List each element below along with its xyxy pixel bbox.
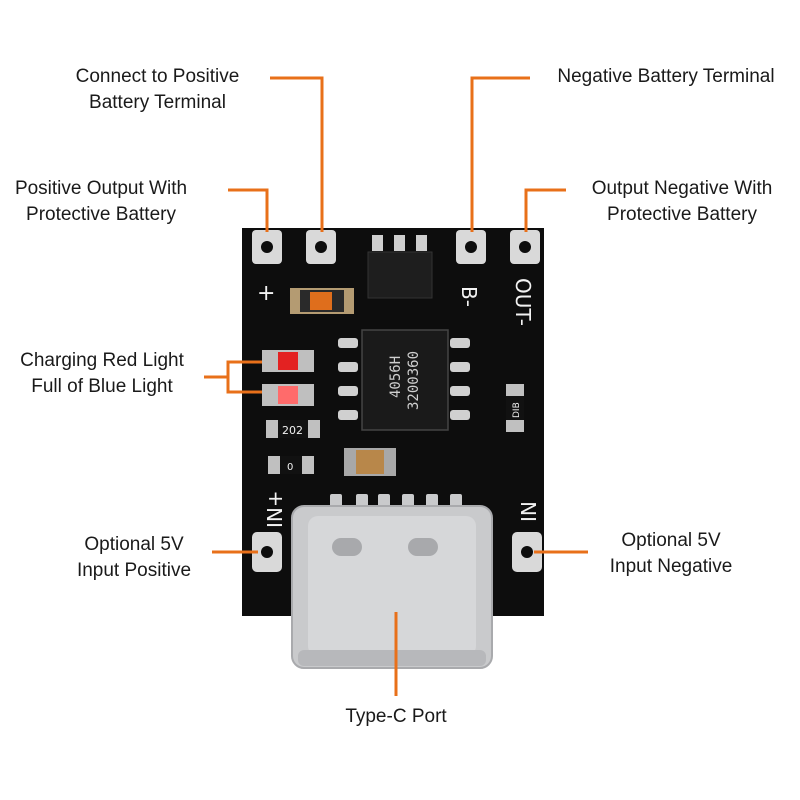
typec-connector bbox=[291, 505, 493, 669]
chip-marking-2: 3200360 bbox=[406, 351, 422, 410]
label-pos-terminal: Connect to Positive Battery Terminal bbox=[50, 64, 265, 116]
silk-plus: + bbox=[257, 281, 275, 306]
label-neg-terminal-line1: Negative Battery Terminal bbox=[557, 66, 775, 87]
label-typec: Type-C Port bbox=[316, 704, 476, 730]
pad-holes bbox=[261, 241, 531, 253]
silk-in-minus: IN bbox=[517, 501, 541, 522]
label-pos-output: Positive Output With Protective Battery bbox=[0, 176, 202, 228]
label-pos-output-line2: Protective Battery bbox=[26, 204, 176, 225]
leader-pos-output bbox=[228, 188, 269, 232]
label-leds-line1: Charging Red Light bbox=[20, 350, 184, 371]
resistor-dib: DIB bbox=[506, 384, 524, 432]
resistor-0-marking: 0 bbox=[287, 462, 293, 473]
label-leds: Charging Red Light Full of Blue Light bbox=[2, 348, 202, 400]
silk-b-minus: B- bbox=[457, 286, 481, 307]
resistor-202-marking: 202 bbox=[282, 424, 303, 437]
label-pos-output-line1: Positive Output With bbox=[14, 178, 188, 199]
label-pos-terminal-line2: Battery Terminal bbox=[89, 92, 226, 113]
fuse-component bbox=[290, 288, 354, 314]
input-pads bbox=[252, 532, 542, 572]
capacitor bbox=[344, 448, 396, 476]
leader-neg-terminal bbox=[470, 76, 530, 232]
label-neg-output-line2: Protective Battery bbox=[607, 204, 757, 225]
resistor-202: 202 bbox=[266, 420, 320, 438]
leader-lines bbox=[204, 76, 588, 696]
protection-ic bbox=[367, 235, 433, 299]
label-neg-output-line1: Output Negative With bbox=[591, 178, 773, 199]
label-in-neg-line2: Input Negative bbox=[609, 556, 733, 577]
silk-out-minus: OUT- bbox=[511, 278, 535, 326]
label-leds-line2: Full of Blue Light bbox=[31, 376, 173, 397]
silk-in-plus: IN+ bbox=[263, 490, 287, 528]
resistor-0: 0 bbox=[268, 456, 314, 474]
chip-marking-1: 4056H bbox=[388, 356, 404, 398]
label-in-pos-line2: Input Positive bbox=[76, 560, 192, 581]
leader-neg-output bbox=[524, 188, 566, 232]
label-neg-terminal: Negative Battery Terminal bbox=[534, 64, 798, 90]
led-blue bbox=[262, 384, 314, 406]
label-neg-output: Output Negative With Protective Battery bbox=[572, 176, 792, 228]
label-in-pos: Optional 5V Input Positive bbox=[54, 532, 214, 584]
leader-pos-terminal bbox=[270, 76, 324, 232]
label-in-neg: Optional 5V Input Negative bbox=[590, 528, 752, 580]
label-typec-line1: Type-C Port bbox=[345, 706, 447, 727]
resistor-dib-marking: DIB bbox=[512, 402, 522, 418]
led-red bbox=[262, 350, 314, 372]
label-in-pos-line1: Optional 5V bbox=[84, 534, 184, 555]
charger-ic: 4056H 3200360 bbox=[338, 329, 470, 431]
label-in-neg-line1: Optional 5V bbox=[621, 530, 721, 551]
label-pos-terminal-line1: Connect to Positive bbox=[75, 66, 240, 87]
